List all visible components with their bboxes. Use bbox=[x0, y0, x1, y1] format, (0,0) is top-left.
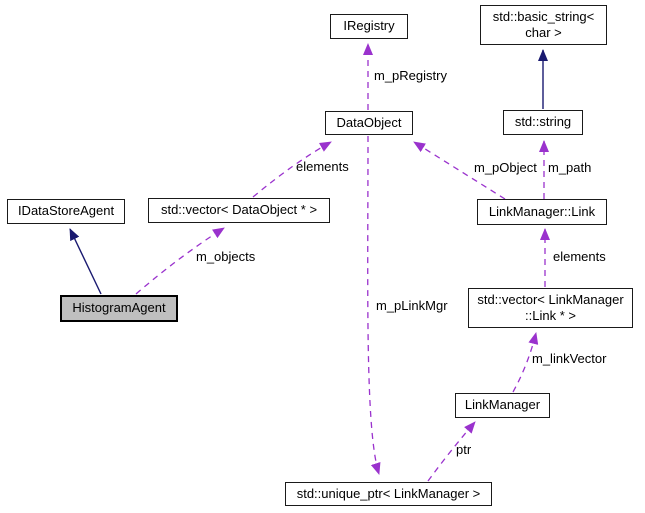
edge-label-m-linkvector: m_linkVector bbox=[532, 351, 607, 366]
edge-m-pobject bbox=[413, 141, 506, 200]
edge-m-objects bbox=[135, 227, 225, 295]
class-node-dataobject[interactable]: DataObject bbox=[325, 111, 413, 135]
edge-m-plinkmgr bbox=[367, 135, 381, 475]
edge-label-elements-left: elements bbox=[296, 159, 349, 174]
edge-histogram-inheritance bbox=[69, 228, 102, 295]
class-node-basic-string[interactable]: std::basic_string< char > bbox=[480, 5, 607, 45]
edge-m-linkvector bbox=[512, 332, 539, 393]
class-node-vector-link[interactable]: std::vector< LinkManager ::Link * > bbox=[468, 288, 633, 328]
class-node-idatastoreagent[interactable]: IDataStoreAgent bbox=[7, 199, 125, 224]
class-node-histogramagent[interactable]: HistogramAgent bbox=[60, 295, 178, 322]
edge-label-m-path: m_path bbox=[548, 160, 592, 175]
edge-label-ptr: ptr bbox=[456, 442, 472, 457]
class-node-vector-dataobject[interactable]: std::vector< DataObject * > bbox=[148, 198, 330, 223]
edge-label-elements-right: elements bbox=[553, 249, 606, 264]
class-node-linkmanager[interactable]: LinkManager bbox=[455, 393, 550, 418]
class-node-linkmanager-link[interactable]: LinkManager::Link bbox=[477, 199, 607, 225]
class-node-unique-ptr[interactable]: std::unique_ptr< LinkManager > bbox=[285, 482, 492, 506]
edge-label-m-pobject: m_pObject bbox=[474, 160, 537, 175]
edge-label-m-objects: m_objects bbox=[196, 249, 256, 264]
edge-ptr bbox=[427, 421, 476, 482]
edge-label-m-plinkmgr: m_pLinkMgr bbox=[376, 298, 448, 313]
class-node-std-string[interactable]: std::string bbox=[503, 110, 583, 135]
edge-label-m-pregistry: m_pRegistry bbox=[374, 68, 447, 83]
class-node-iregistry[interactable]: IRegistry bbox=[330, 14, 408, 39]
